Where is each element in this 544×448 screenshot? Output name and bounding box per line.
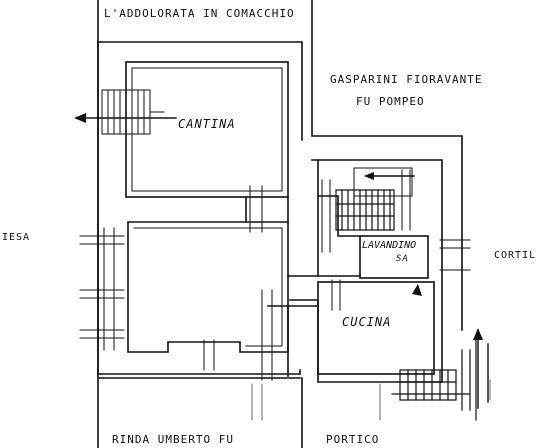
stair-arrow-head <box>364 172 374 180</box>
windows-left <box>79 227 125 351</box>
portico-label: PORTICO <box>326 433 380 446</box>
lower-right-staircase <box>391 339 477 421</box>
building-outer-wall <box>97 41 303 375</box>
lavandino-suffix-label: SA <box>396 254 409 264</box>
cucina-room <box>317 281 435 375</box>
chiesa-label: IESA <box>2 232 31 243</box>
cortile-label: CORTIL <box>494 250 537 261</box>
arrows <box>81 117 489 409</box>
right-wing-wall <box>289 159 443 383</box>
lavandino-room <box>359 235 429 279</box>
neighbor-father-label: FU POMPEO <box>356 95 425 108</box>
left-staircase <box>101 89 165 135</box>
bottom-owner-label: RINDA UMBERTO FU <box>112 433 234 446</box>
left-arrow-head <box>74 113 86 123</box>
central-room <box>127 221 289 353</box>
inner-staircase <box>335 189 395 231</box>
neighbor-name-label: GASPARINI FIORAVANTE <box>330 73 483 86</box>
lavandino-label: LAVANDINO <box>362 240 417 251</box>
cucina-label: CUCINA <box>342 315 392 329</box>
top-owner-label: L'ADDOLORATA IN COMACCHIO <box>104 7 295 20</box>
up-arrow-head <box>473 328 483 340</box>
cantina-label: CANTINA <box>178 117 236 131</box>
